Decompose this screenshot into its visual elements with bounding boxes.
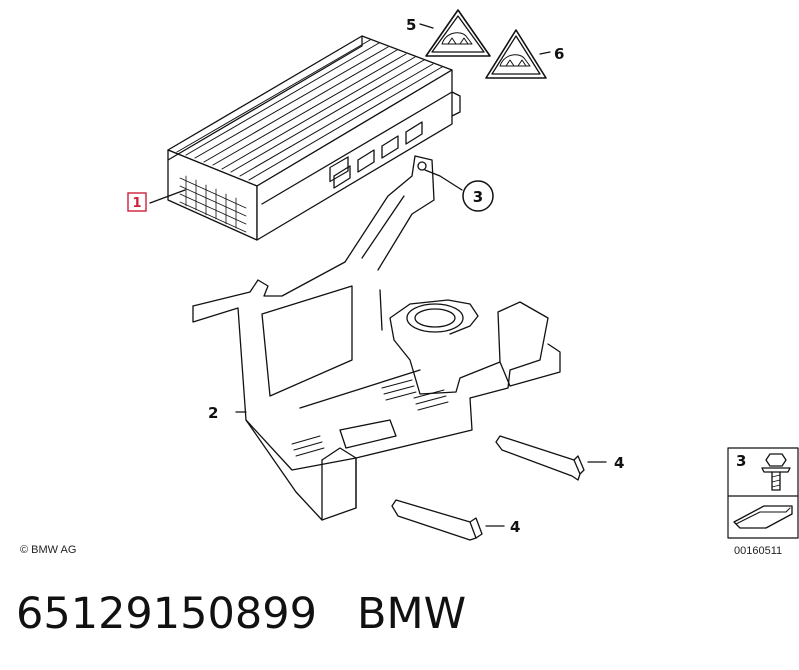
strip-right bbox=[495, 435, 585, 481]
legend-box bbox=[727, 447, 799, 539]
callout-3: 3 bbox=[473, 188, 483, 206]
mounting-bracket bbox=[192, 155, 561, 521]
callout-4-lower: 4 bbox=[510, 518, 520, 536]
copyright: © BMW AG bbox=[20, 544, 76, 556]
leader-line-1 bbox=[149, 189, 186, 204]
warning-triangle-icon bbox=[485, 29, 547, 79]
leader-line-6 bbox=[539, 51, 551, 55]
screw-icon bbox=[761, 453, 791, 491]
warning-triangle-icon bbox=[425, 9, 491, 57]
callout-5: 5 bbox=[406, 16, 416, 34]
callout-circle-3 bbox=[462, 180, 494, 212]
strip-lower bbox=[391, 499, 483, 541]
arrow-icon bbox=[733, 505, 793, 529]
leader-line-5 bbox=[419, 23, 434, 29]
amplifier-unit bbox=[167, 35, 461, 241]
callout-6: 6 bbox=[554, 45, 564, 63]
leader-line-3 bbox=[424, 169, 463, 191]
callout-4-right: 4 bbox=[614, 454, 624, 472]
part-number: 65129150899 bbox=[16, 589, 317, 639]
highlight-box-1 bbox=[127, 192, 147, 212]
callout-1: 1 bbox=[132, 196, 141, 211]
parts-diagram: 1 2 3 5 6 4 4 3 © BMW AG 00160511 bbox=[20, 9, 799, 557]
drawing-id: 00160511 bbox=[734, 545, 782, 557]
legend-callout-3: 3 bbox=[736, 452, 746, 470]
callout-2: 2 bbox=[208, 404, 218, 422]
brand-label: BMW bbox=[357, 589, 467, 639]
